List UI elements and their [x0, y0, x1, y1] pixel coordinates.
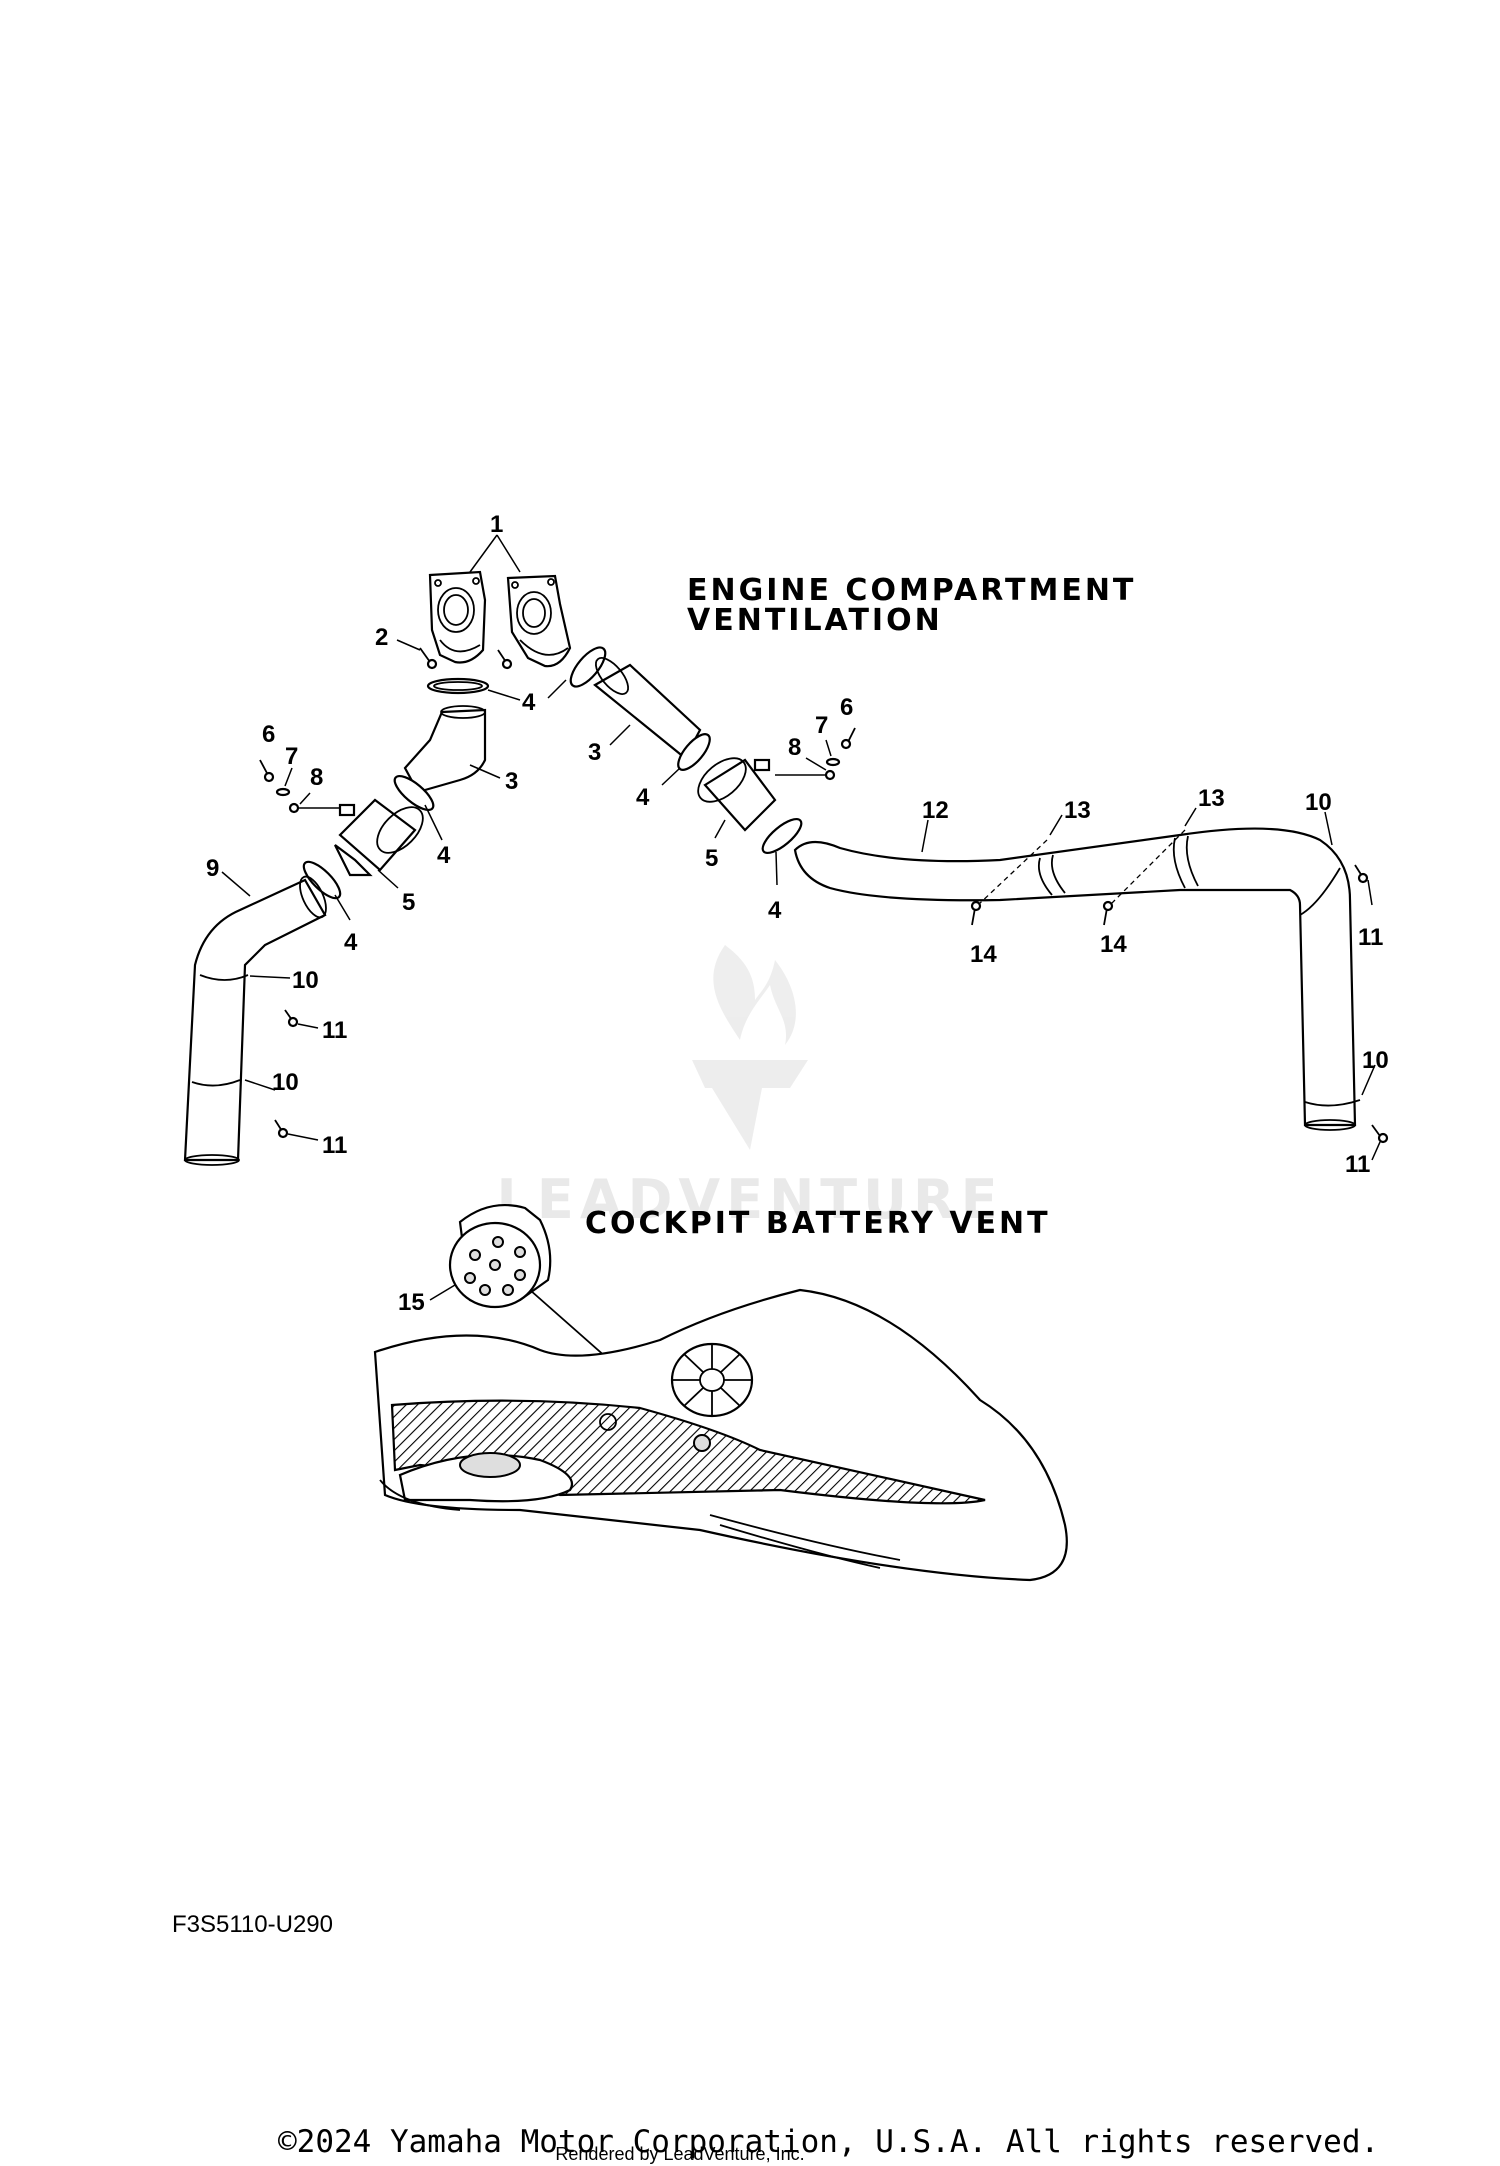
duct-hose-9 [183, 875, 327, 1166]
callout-3b: 3 [588, 739, 601, 766]
hose-3-right [593, 657, 702, 760]
washer-7-right [825, 757, 841, 767]
vent-cap-15 [448, 1204, 552, 1309]
hose-clamp-4b [569, 646, 607, 688]
callout-11b: 11 [322, 1132, 347, 1159]
screw-6-left [259, 759, 275, 783]
callout-8b: 8 [788, 734, 801, 761]
nut-8-left [288, 802, 300, 814]
engine-section-title-line1: ENGINE COMPARTMENT [687, 573, 1136, 608]
callout-11d: 11 [1345, 1151, 1370, 1178]
blower-housing-left [334, 798, 424, 877]
hose-clamp-4f [761, 818, 803, 854]
engine-section-title-line2: VENTILATION [687, 603, 943, 638]
blower-housing-right [697, 757, 777, 832]
callout-5a: 5 [402, 889, 415, 916]
callout-15: 15 [398, 1289, 425, 1316]
duct-hose-12 [793, 827, 1357, 1131]
callout-4c: 4 [437, 842, 451, 869]
callout-10b: 10 [272, 1069, 299, 1096]
callout-10a: 10 [292, 967, 319, 994]
callout-6a: 6 [262, 721, 275, 748]
screw-11-right-lower [1371, 1124, 1389, 1144]
hose-clamp-4e [302, 860, 342, 900]
callout-10d: 10 [1362, 1047, 1389, 1074]
pin-14-left [970, 900, 982, 926]
watermark-text: LEADVENTURE [497, 1168, 1004, 1231]
drawing-code: F3S5110-U290 [172, 1911, 333, 1938]
washer-7-left [275, 787, 291, 797]
callout-13a: 13 [1064, 797, 1091, 824]
hose-clamp-4c [393, 775, 435, 811]
copyright-notice: ©2024 Yamaha Motor Corporation, U.S.A. A… [278, 2124, 1379, 2160]
vent-cover-right [506, 574, 572, 668]
watercraft-deck [373, 1288, 1068, 1582]
callout-14a: 14 [970, 941, 997, 968]
callout-6b: 6 [840, 694, 853, 721]
callout-2: 2 [375, 624, 388, 651]
callout-12: 12 [922, 797, 949, 824]
callout-14b: 14 [1100, 931, 1127, 958]
pin-14-right [1102, 900, 1114, 926]
callout-4e: 4 [768, 897, 782, 924]
deck-vent-grille [670, 1342, 754, 1418]
screw-6-right [840, 727, 856, 750]
callout-4a: 4 [522, 689, 536, 716]
callout-7b: 7 [815, 712, 828, 739]
screw-11-right-upper [1354, 864, 1369, 884]
callout-11a: 11 [322, 1017, 347, 1044]
nut-8-right [824, 769, 836, 781]
callout-13b: 13 [1198, 785, 1225, 812]
callout-8a: 8 [310, 764, 323, 791]
callout-10c: 10 [1305, 789, 1332, 816]
callout-7a: 7 [285, 743, 298, 770]
leadventure-logo-icon [692, 945, 808, 1150]
screw-2 [419, 647, 513, 670]
hose-3-left [403, 705, 487, 794]
battery-section-title: COCKPIT BATTERY VENT [585, 1206, 1051, 1241]
screw-11-left-upper [284, 1009, 299, 1028]
callout-4b: 4 [636, 784, 650, 811]
callout-5b: 5 [705, 845, 718, 872]
callout-9: 9 [206, 855, 219, 882]
rendered-by-notice: Rendered by LeadVenture, Inc. [555, 2144, 804, 2164]
callout-4d: 4 [344, 929, 358, 956]
vent-cover-left [428, 570, 487, 664]
callout-1: 1 [490, 511, 503, 538]
callout-11c: 11 [1358, 924, 1383, 951]
callout-3a: 3 [505, 768, 518, 795]
screw-11-left-lower [274, 1119, 289, 1139]
